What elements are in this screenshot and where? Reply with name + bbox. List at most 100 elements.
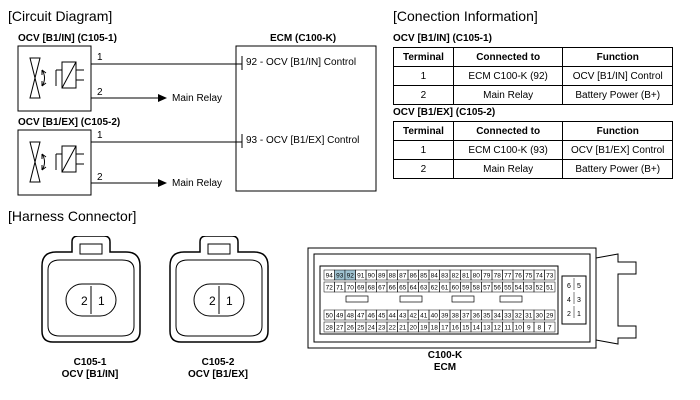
ecm-pin-label: 38 — [452, 313, 460, 320]
c105-2-caption: C105-2 OCV [B1/EX] — [168, 357, 268, 381]
c105-1-pin-2: 2 — [81, 294, 88, 308]
connection-table-1: Terminal Connected to Function 1 ECM C10… — [393, 47, 673, 105]
header-function: Function — [562, 121, 673, 141]
ecm-pin-label: 12 — [494, 325, 502, 332]
ecm-pin-label: 55 — [504, 285, 512, 292]
table-row: 2 Main Relay Battery Power (B+) — [393, 85, 673, 105]
ecm-pin-label: 37 — [462, 313, 470, 320]
ecm-pin-label: 41 — [420, 313, 428, 320]
ecm-pin-cell — [544, 309, 556, 321]
ecm-pin-label: 18 — [431, 325, 439, 332]
ecm-pin-label: 64 — [410, 285, 418, 292]
cell-function: OCV [B1/IN] Control — [562, 66, 673, 86]
ecm-pin-label: 86 — [410, 273, 418, 280]
c105-2-pin-2: 2 — [209, 294, 216, 308]
table-header-row: Terminal Connected to Function — [393, 47, 673, 67]
ecm-pin-label: 70 — [347, 285, 355, 292]
ecm-label: ECM (C100-K) — [270, 33, 337, 44]
ecm-pin-label: 8 — [537, 325, 541, 332]
ecm-pin-label: 39 — [441, 313, 449, 320]
ecm-caption-name: ECM — [433, 362, 457, 373]
cell-terminal: 1 — [393, 66, 454, 86]
ecm-pin-label: 44 — [389, 313, 397, 320]
table2-label: OCV [B1/EX] (C105-2) — [393, 107, 496, 118]
ocv2-pin1-label: 1 — [97, 130, 103, 141]
ecm-pin-label: 91 — [357, 273, 365, 280]
ecm-pin-label: 65 — [399, 285, 407, 292]
ocv1-symbol — [29, 57, 84, 99]
ecm-pin-label: 28 — [326, 325, 334, 332]
ecm-pin-label: 11 — [504, 325, 511, 332]
ocv2-box — [17, 129, 92, 196]
ecm-small-pin-label: 2 — [567, 311, 571, 318]
ecm-pin-label: 66 — [389, 285, 397, 292]
ocv1-box — [17, 45, 92, 112]
ecm-small-pin-label: 4 — [567, 297, 571, 304]
header-connected-to: Connected to — [452, 121, 564, 141]
harness-section-title: [Harness Connector] — [8, 208, 137, 224]
header-terminal: Terminal — [393, 47, 454, 67]
cell-function: OCV [B1/EX] Control — [562, 140, 673, 160]
ecm-small-pin-label: 3 — [577, 297, 581, 304]
ecm-key-slot — [451, 295, 475, 303]
ecm-pin-label: 67 — [378, 285, 386, 292]
ecm-pin-label: 62 — [431, 285, 439, 292]
ecm-pin-label: 25 — [357, 325, 365, 332]
ecm-pin-label: 82 — [452, 273, 460, 280]
table1-label: OCV [B1/IN] (C105-1) — [393, 33, 492, 44]
ecm-pin-label: 75 — [525, 273, 533, 280]
ecm-pin-label: 84 — [431, 273, 439, 280]
ecm-pin-label: 52 — [536, 285, 544, 292]
ecm-key-slot — [345, 295, 369, 303]
circuit-diagram — [17, 45, 377, 196]
connection-table-2: Terminal Connected to Function 1 ECM C10… — [393, 121, 673, 179]
cell-terminal: 2 — [393, 85, 454, 105]
ecm-pin-label: 90 — [368, 273, 376, 280]
ocv1-pin2-label: 2 — [97, 87, 103, 98]
ecm-pin-label: 73 — [546, 273, 554, 280]
table-row: 1 ECM C100-K (93) OCV [B1/EX] Control — [393, 140, 673, 160]
circuit-section-title: [Circuit Diagram] — [8, 8, 113, 24]
cell-function: Battery Power (B+) — [562, 159, 673, 179]
ecm-pin-label: 58 — [473, 285, 481, 292]
ecm-pin-label: 17 — [441, 325, 449, 332]
ecm-pin-label: 36 — [473, 313, 481, 320]
ecm-pin-label: 48 — [347, 313, 355, 320]
c105-1-caption-id: C105-1 — [73, 357, 107, 368]
ecm-pin-label: 77 — [504, 273, 512, 280]
ecm-pin-label: 68 — [368, 285, 376, 292]
cell-function: Battery Power (B+) — [562, 85, 673, 105]
header-connected-to: Connected to — [452, 47, 564, 67]
ecm-key-slot — [399, 295, 423, 303]
cell-connected-to: ECM C100-K (92) — [452, 66, 564, 86]
ecm-pin-label: 7 — [548, 325, 552, 332]
ecm-pin-label: 85 — [420, 273, 428, 280]
ecm-pin-label: 46 — [368, 313, 376, 320]
c105-2-caption-name: OCV [B1/EX] — [187, 369, 248, 380]
ecm-pin-label: 59 — [462, 285, 470, 292]
table-row: 1 ECM C100-K (92) OCV [B1/IN] Control — [393, 66, 673, 86]
c105-1-pin-1: 1 — [98, 294, 105, 308]
cell-connected-to: Main Relay — [452, 159, 564, 179]
cell-terminal: 2 — [393, 159, 454, 179]
ecm-pin-label: 53 — [525, 285, 533, 292]
ecm-pin-label: 24 — [368, 325, 376, 332]
ecm-pin-label: 88 — [389, 273, 397, 280]
ecm-pin-label: 21 — [399, 325, 407, 332]
ecm-pin-label: 80 — [473, 273, 481, 280]
table-row: 2 Main Relay Battery Power (B+) — [393, 159, 673, 179]
ecm-pin-label: 16 — [452, 325, 460, 332]
ecm-pin-label: 15 — [462, 325, 470, 332]
cell-terminal: 1 — [393, 140, 454, 160]
ecm-pin-label: 49 — [336, 313, 344, 320]
ecm-box — [235, 45, 377, 192]
ecm-pin-label: 74 — [536, 273, 544, 280]
ecm-pin-label: 56 — [494, 285, 502, 292]
ecm-pin-label: 40 — [431, 313, 439, 320]
ecm-pin-label: 57 — [483, 285, 491, 292]
ecm-pin-label: 83 — [441, 273, 449, 280]
ecm-pin-label: 71 — [336, 285, 344, 292]
